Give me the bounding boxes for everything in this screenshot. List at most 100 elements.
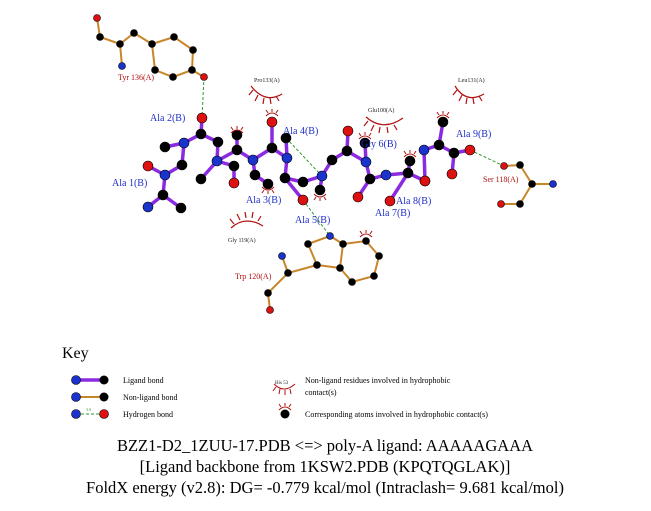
atom-carbon [170,33,178,41]
atom-carbon [314,184,326,196]
hydrophobic-residue-arcs [229,85,485,229]
atom-nitrogen [326,232,334,240]
atom-carbon [280,132,292,144]
hydrophobic-arc-gly119 [229,211,264,229]
atom-carbon [266,142,278,154]
atom-carbon [148,40,156,48]
key-ligand-bond-label: Ligand bond [123,376,164,385]
atom-carbon [326,154,338,166]
key: Key Ligand bond Non-ligand bond 3.0 Hydr… [62,345,488,419]
key-hydrophobic-atom-icon [278,403,292,411]
key-nonligand-bond-label: Non-ligand bond [123,393,177,402]
atom-carbon [304,240,312,248]
atom-carbon [175,202,187,214]
atom-nitrogen [142,201,154,213]
atom-nitrogen [247,154,259,166]
atom-carbon [516,200,524,208]
atom-carbon [359,137,371,149]
atom-carbon [362,237,370,245]
atom-carbon [279,172,291,184]
atom-oxygen [352,191,364,203]
atom-carbon [364,173,376,185]
atom-nitrogen [380,169,392,181]
atom-carbon [284,269,292,277]
atom-oxygen [196,112,208,124]
atom-carbon [528,180,536,188]
atom-carbon [195,128,207,140]
label-glu100: Glu100(A) [368,107,394,114]
atom-carbon [195,173,207,185]
atom-oxygen [200,73,208,81]
key-hydrogen-bond-label: Hydrogen bond [123,410,173,419]
hydrophobic-arc-glu100 [363,116,404,134]
atom-carbon [433,139,445,151]
label-ala3: Ala 3(B) [246,195,281,206]
atom-nitrogen [316,170,328,182]
hbond-ala5-trp120 [302,199,331,237]
hydrophobic-arc-pro133 [248,85,283,105]
atom-carbon [339,240,347,248]
label-ala4: Ala 4(B) [283,126,318,137]
label-gly6: Gly 6(B) [361,139,397,150]
label-trp120: Trp 120(A) [235,272,272,281]
key-atom-nitrogen [71,375,81,385]
hydrophobic-atom-markers [230,109,450,238]
atom-carbon [169,73,177,81]
nonligand-bonds [96,17,554,311]
atom-carbon [375,252,383,260]
atom-carbon [348,278,356,286]
atom-carbon [212,136,224,148]
key-hydrophobic-atoms-label: Corresponding atoms involved in hydropho… [305,410,488,419]
atom-oxygen [497,200,505,208]
atom-oxygen [266,306,274,314]
label-gly119: Gly 119(A) [228,237,256,244]
atom-carbon [157,189,169,201]
atom-carbon [151,66,159,74]
hbond-ala9-ser118 [469,149,505,167]
atom-carbon [188,66,196,74]
atom-oxygen [419,175,431,187]
atom-oxygen [446,168,458,180]
caption: BZZ1-D2_1ZUU-17.PDB <=> poly-A ligand: A… [86,436,564,497]
atom-carbon [404,155,416,167]
atom-nitrogen [278,252,286,260]
atom-carbon [189,46,197,54]
atom-carbon [176,159,188,171]
caption-line3: FoldX energy (v2.8): DG= -0.779 kcal/mol… [86,478,564,497]
atom-nitrogen [418,144,430,156]
atom-oxygen [464,144,476,156]
atom-carbon [231,144,243,156]
label-pro133: Pro133(A) [254,77,280,84]
key-atom-nitrogen [71,409,81,419]
atom-oxygen [93,14,101,22]
atom-carbon [159,141,171,153]
label-ala1: Ala 1(B) [112,178,147,189]
atom-carbon [228,160,240,172]
atom-nitrogen [360,156,372,168]
atom-carbon [516,161,524,169]
label-ala9: Ala 9(B) [456,129,491,140]
atom-nitrogen [178,137,190,149]
hbond-ala4-ala5 [285,137,323,177]
hydrophobic-arc-leu131 [452,85,485,105]
key-atom-nitrogen [71,392,81,402]
atom-oxygen [384,195,396,207]
residue-labels: Ala 1(B) Ala 2(B) Ala 3(B) Ala 4(B) Ala … [112,73,519,281]
atom-carbon [262,178,274,190]
hbond-tyr136-ala2 [201,76,205,119]
atom-carbon [249,169,261,181]
hydrogen-bonds [201,76,505,237]
atom-nitrogen [118,62,126,70]
label-ala8: Ala 8(B) [396,196,431,207]
key-atom-oxygen [99,409,109,419]
key-atom-carbon [99,375,109,385]
atom-oxygen [228,177,240,189]
label-ala5: Ala 5(B) [295,215,330,226]
key-hydrophobic-atom [280,409,290,419]
atom-oxygen [342,125,354,137]
atom-carbon [96,33,104,41]
atom-nitrogen [159,169,171,181]
caption-line1: BZZ1-D2_1ZUU-17.PDB <=> poly-A ligand: A… [117,436,533,455]
atom-carbon [264,289,272,297]
